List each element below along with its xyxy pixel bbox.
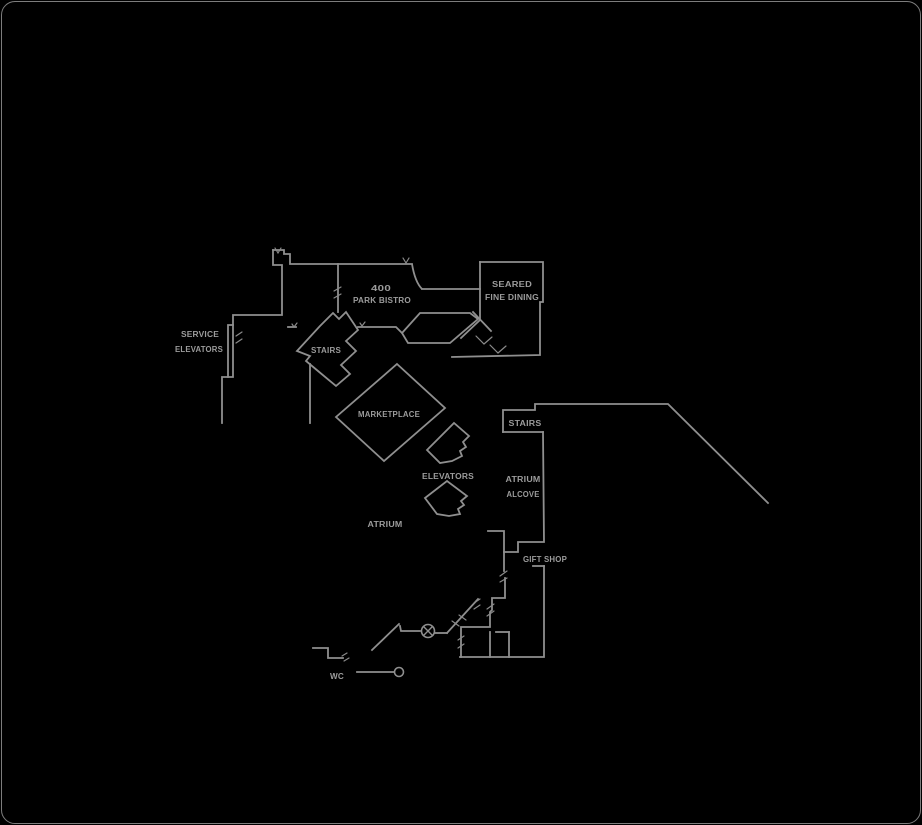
door-leaf-2	[471, 310, 493, 333]
door-leaf-1	[459, 318, 482, 340]
door-tick-gift-1	[499, 570, 508, 577]
label-seared: SEARED	[492, 280, 532, 289]
elevator-cab-b	[423, 479, 469, 517]
wall-service-inner	[227, 324, 234, 378]
label-stairs-right: STAIRS	[509, 419, 542, 428]
chevron-entry-1	[475, 335, 493, 345]
wall-corridor-right	[503, 431, 545, 553]
barb-top-mid	[402, 257, 410, 265]
label-stairs-left: STAIRS	[311, 346, 341, 355]
wall-giftshop-entry	[487, 530, 505, 572]
label-400: 400	[371, 284, 391, 293]
door-tick-service-2	[235, 338, 243, 344]
label-park-bistro: PARK BISTRO	[353, 296, 411, 305]
diagonal-left	[370, 622, 401, 652]
door-tick-upper-1	[473, 598, 481, 604]
door-tick-lower-2	[486, 610, 495, 617]
door-tick-wc-1	[341, 652, 348, 657]
door-tick-service-1	[235, 331, 243, 337]
wall-top-hook	[272, 249, 413, 265]
label-atrium-alcove-1: ATRIUM	[506, 475, 541, 484]
chevron-entry-2	[489, 344, 507, 354]
planter-hexagon	[400, 312, 480, 344]
barb-top-left	[274, 247, 282, 255]
wall-giftshop-lower	[460, 577, 506, 658]
wall-seared-box	[451, 261, 544, 358]
label-elevators: ELEVATORS	[422, 472, 474, 481]
column-marker-x2	[422, 625, 434, 637]
wc-marker	[393, 666, 405, 678]
label-gift-shop: GIFT SHOP	[523, 555, 567, 564]
barb-stairs-leader-l	[291, 322, 298, 329]
stairs-right-box	[502, 403, 770, 505]
column-marker	[420, 623, 436, 639]
door-tick-bistro-2	[333, 293, 342, 299]
planter-connector	[357, 326, 404, 335]
wall-left-outer	[221, 249, 283, 424]
door-tick-lowerleft-1	[457, 635, 465, 641]
label-service-elevators: ELEVATORS	[175, 345, 223, 354]
label-atrium-alcove-2: ALCOVE	[507, 490, 540, 499]
barb-stairs-leader-r	[359, 321, 366, 328]
label-marketplace: MARKETPLACE	[358, 410, 420, 419]
label-service: SERVICE	[181, 330, 219, 339]
door-tick-diag-2	[458, 614, 467, 621]
door-tick-lowerleft-2	[457, 643, 465, 649]
elevator-cab-a	[425, 421, 471, 464]
diagonal-left-stub	[398, 624, 421, 632]
bistro-entry-curve	[411, 263, 423, 290]
door-tick-upper-2	[473, 604, 481, 610]
marketplace-diamond	[334, 362, 447, 463]
label-fine-dining: FINE DINING	[485, 293, 539, 302]
door-tick-bistro-1	[333, 286, 342, 292]
label-atrium: ATRIUM	[368, 520, 403, 529]
door-tick-gift-2	[499, 577, 508, 583]
door-tick-wc-2	[343, 657, 350, 662]
door-tick-diag-1	[451, 620, 460, 627]
label-wc: WC	[330, 672, 344, 681]
wall-bottom	[459, 565, 545, 658]
door-tick-lower-1	[486, 603, 495, 610]
wc-wall	[312, 647, 344, 659]
diagonal-right	[445, 597, 480, 635]
